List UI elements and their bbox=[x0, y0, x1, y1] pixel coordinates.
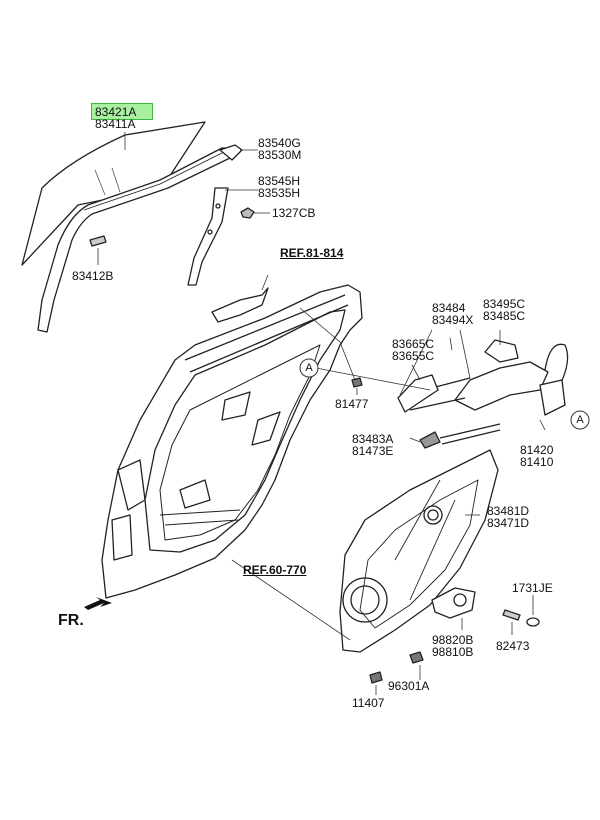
front-arrow-icon bbox=[84, 597, 112, 610]
door-hole bbox=[251, 411, 281, 446]
label-motor[interactable]: 98820B 98810B bbox=[432, 634, 473, 658]
regulator-rail bbox=[454, 361, 549, 411]
part-number: 83483A bbox=[352, 432, 394, 446]
channel-bolt bbox=[215, 203, 221, 209]
part-number: 83545H bbox=[258, 174, 301, 188]
part-number: 83540G bbox=[258, 136, 301, 150]
door-hinge-area bbox=[111, 459, 146, 561]
part-number: 81477 bbox=[335, 397, 369, 411]
nut-96301a bbox=[409, 651, 424, 664]
glass-clip bbox=[89, 235, 107, 247]
regulator-bracket bbox=[484, 339, 519, 363]
module-panel-inner bbox=[359, 479, 479, 629]
part-number: 82473 bbox=[496, 639, 530, 653]
latch-cable bbox=[544, 343, 569, 386]
label-bolt-2[interactable]: 11407 bbox=[352, 697, 384, 709]
speaker-hole-inner bbox=[350, 585, 380, 615]
label-link[interactable]: 83483A 81473E bbox=[352, 433, 393, 457]
part-number: 83530M bbox=[258, 148, 302, 162]
grommet bbox=[526, 617, 540, 627]
door-latch bbox=[539, 379, 566, 416]
part-number: 81420 bbox=[520, 443, 554, 457]
label-latch[interactable]: 81420 81410 bbox=[520, 444, 553, 468]
part-number: 83535H bbox=[258, 186, 301, 200]
part-number: 83481D bbox=[487, 504, 530, 518]
bolt-81477 bbox=[351, 377, 363, 388]
channel-bolt bbox=[207, 229, 213, 235]
ref-top[interactable]: REF.81-814 bbox=[280, 246, 344, 260]
part-number: 81410 bbox=[520, 455, 554, 469]
part-number: 98810B bbox=[432, 645, 474, 659]
handle-bracket bbox=[397, 374, 439, 413]
part-number: 83412B bbox=[72, 269, 114, 283]
label-clip[interactable]: 1327CB bbox=[272, 207, 315, 219]
part-number: 83411A bbox=[95, 117, 136, 131]
highlight-box bbox=[91, 103, 153, 120]
link-rod bbox=[419, 431, 441, 449]
door-hole bbox=[221, 391, 251, 421]
label-glass-run[interactable]: 83540G 83530M bbox=[258, 137, 301, 161]
label-glass[interactable]: 83421A 83411A bbox=[95, 106, 136, 130]
pin bbox=[502, 609, 521, 621]
part-number: 96301A bbox=[388, 679, 430, 693]
speaker-hole bbox=[342, 577, 388, 623]
part-number: 81473E bbox=[352, 444, 394, 458]
clip-1327cb bbox=[240, 207, 255, 219]
part-number: 98820B bbox=[432, 633, 474, 647]
label-bolt-1[interactable]: 81477 bbox=[335, 398, 368, 410]
part-number: 1327CB bbox=[272, 206, 316, 220]
part-number: 83665C bbox=[392, 337, 435, 351]
callout-a: A bbox=[305, 362, 313, 374]
link-rod-bar bbox=[439, 423, 501, 445]
panel-hole bbox=[423, 505, 443, 525]
part-number: 83495C bbox=[483, 297, 526, 311]
door-frame-outer bbox=[101, 284, 363, 599]
callout-a-circle bbox=[299, 358, 319, 378]
part-number: 83484 bbox=[432, 301, 466, 315]
label-bracket[interactable]: 83665C 83655C bbox=[392, 338, 434, 362]
door-handle-part bbox=[211, 287, 269, 323]
glass-reflection bbox=[94, 167, 121, 196]
label-nut[interactable]: 96301A bbox=[388, 680, 429, 692]
motor-gear bbox=[453, 593, 467, 607]
part-number: 83471D bbox=[487, 516, 530, 530]
ref-bottom[interactable]: REF.60-770 bbox=[243, 563, 307, 577]
label-regulator-a[interactable]: 83484 83494X bbox=[432, 302, 473, 326]
label-panel[interactable]: 83481D 83471D bbox=[487, 505, 529, 529]
glass-run-inner bbox=[83, 151, 225, 211]
belt-line bbox=[184, 294, 349, 373]
label-grommet[interactable]: 1731JE bbox=[512, 582, 553, 594]
front-direction-label: FR. bbox=[58, 612, 84, 629]
regulator-guide bbox=[394, 479, 456, 601]
part-number: 83485C bbox=[483, 309, 526, 323]
label-regulator-b[interactable]: 83495C 83485C bbox=[483, 298, 525, 322]
door-frame-inner bbox=[144, 309, 346, 553]
label-glass-clip[interactable]: 83412B bbox=[72, 270, 113, 282]
label-pin[interactable]: 82473 bbox=[496, 640, 529, 652]
door-hole bbox=[179, 479, 211, 509]
panel-hole-inner bbox=[427, 509, 439, 521]
part-number: 83494X bbox=[432, 313, 474, 327]
callout-a-circle bbox=[570, 410, 590, 430]
rear-channel bbox=[187, 187, 229, 286]
label-channel[interactable]: 83545H 83535H bbox=[258, 175, 300, 199]
bolt-11407 bbox=[369, 671, 383, 684]
door-glass bbox=[21, 121, 206, 266]
door-beam bbox=[159, 509, 241, 526]
callout-a: A bbox=[576, 414, 584, 426]
part-number: 1731JE bbox=[512, 581, 553, 595]
part-number: 83655C bbox=[392, 349, 435, 363]
part-number: 83421A bbox=[95, 105, 137, 119]
part-number: 11407 bbox=[352, 696, 385, 710]
